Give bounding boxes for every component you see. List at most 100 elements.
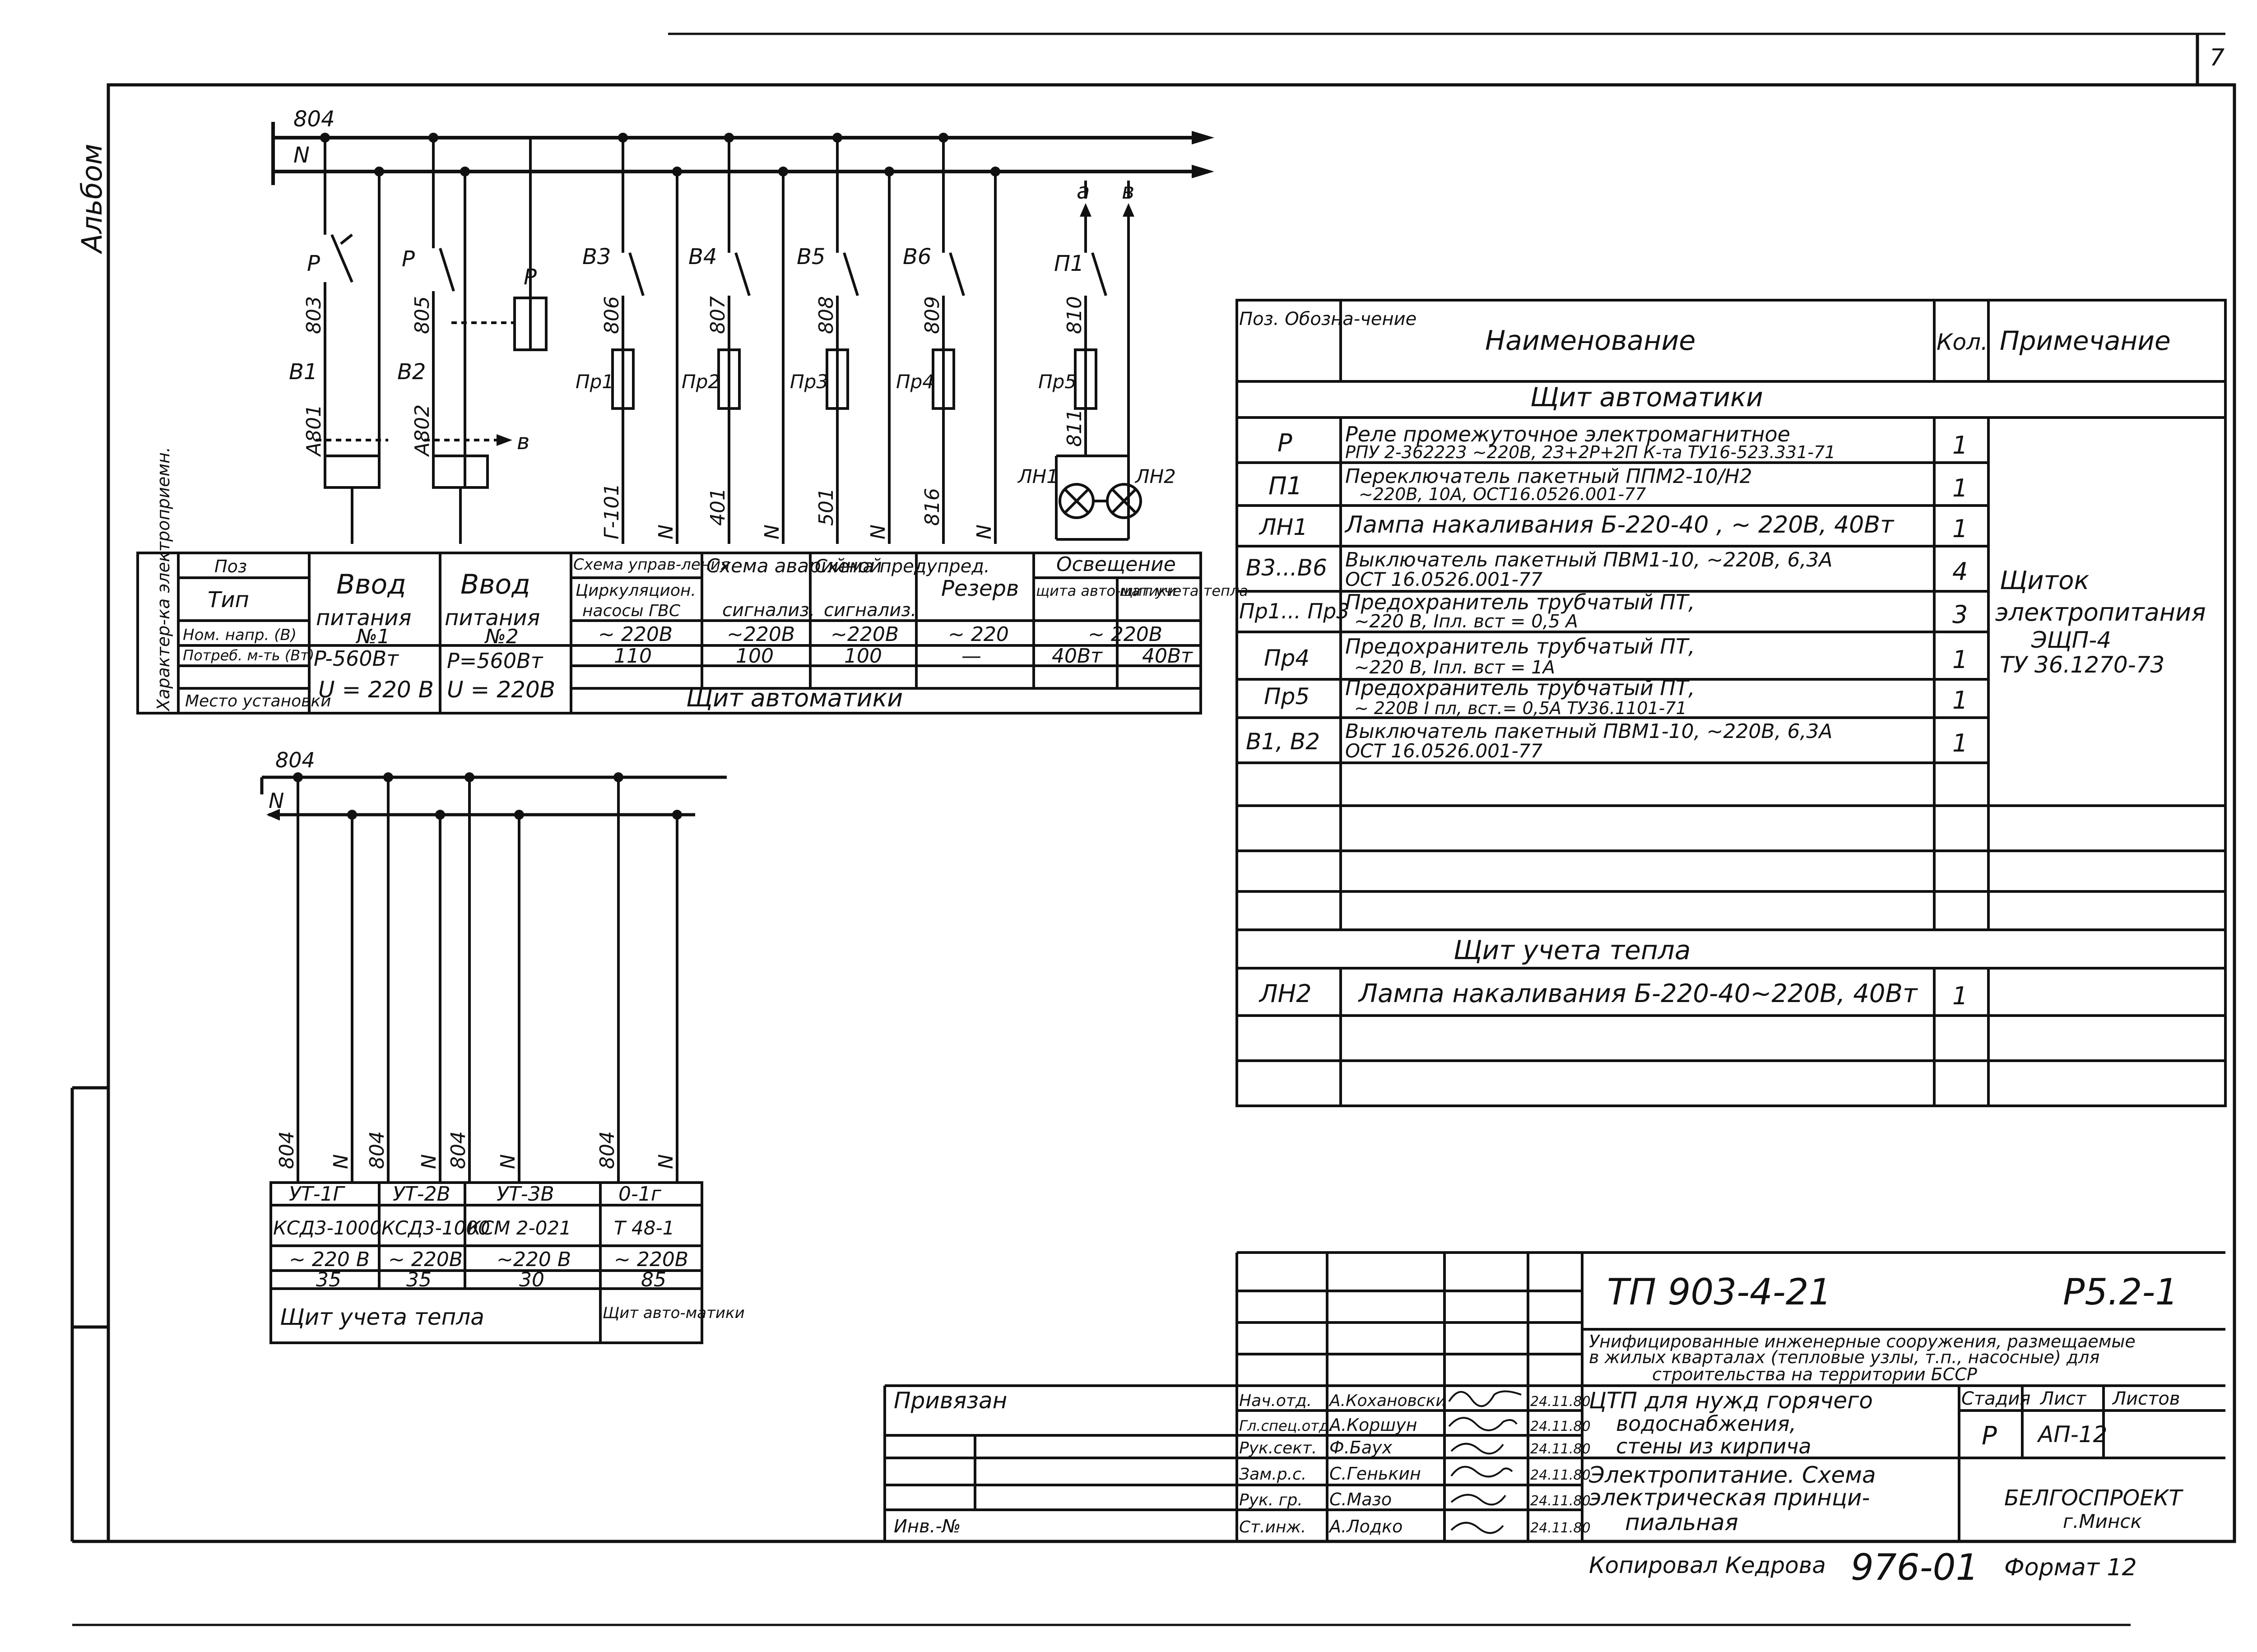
lower-wire-1: 804	[275, 1131, 298, 1169]
fuse-pr2-label: Пр2	[682, 371, 720, 393]
tb-doc-1: Электропитание. Схема	[1588, 1462, 1876, 1488]
col3-power: 100	[844, 645, 882, 668]
upper-table-text: Характер-ка электроприемн. Поз Тип Ном. …	[153, 447, 1248, 712]
lower-volt-4: ~ 220В	[614, 1248, 688, 1271]
spec-row-7-name2: ~ 220В I пл, вст.= 0,5А ТУ36.1101-71	[1354, 698, 1687, 718]
spec-section-2: Щит учета тепла	[1454, 935, 1690, 965]
tb-name-4: С.Генькин	[1329, 1464, 1421, 1484]
intro1-voltage: U = 220 В	[318, 677, 434, 703]
lighting-sub1: щита авто-матики	[1036, 582, 1176, 599]
lower-n-3: N	[497, 1154, 520, 1169]
lower-bus-neutral: N	[269, 789, 284, 813]
lower-power-2: 35	[406, 1268, 432, 1291]
col1-type1: Циркуляцион.	[576, 581, 696, 600]
wire-810-label: 810	[1063, 296, 1086, 334]
lower-pos-4: 0-1г	[618, 1183, 662, 1206]
bus-neutral-label: N	[293, 143, 310, 168]
fuse-pr4-label: Пр4	[896, 371, 934, 393]
tb-object-1: ЦТП для нужд горячего	[1589, 1387, 1873, 1414]
spec-row-3-pos: ЛН1	[1259, 514, 1308, 540]
tb-org-1: БЕЛГОСПРОЕКТ	[2004, 1485, 2184, 1511]
lower-volt-1: ~ 220 В	[289, 1248, 370, 1271]
upper-table-grid	[136, 552, 1202, 715]
spec-row-6-name1: Предохранитель трубчатый ПТ,	[1345, 634, 1695, 659]
lighting-arrows	[1080, 181, 1134, 217]
tb-doc-2: электрическая принци-	[1589, 1485, 1870, 1511]
lower-table-grid	[269, 1181, 703, 1344]
intro-circuit-1	[316, 138, 388, 544]
intro1-line1: Ввод	[336, 569, 406, 600]
tb-role-1: Нач.отд.	[1239, 1392, 1312, 1410]
switch-r1-label: Р	[307, 251, 320, 276]
col1-power: 110	[614, 645, 652, 668]
tb-stage-value: Р	[1982, 1421, 1997, 1451]
upper-bus	[271, 122, 1214, 185]
lower-n-4: N	[655, 1154, 678, 1169]
intro-circuit-2	[424, 138, 515, 544]
out-g101-label: Г-101	[600, 483, 623, 539]
tb-inv: Инв.-№	[894, 1516, 961, 1537]
tb-copy-number: 976-01	[1851, 1546, 1978, 1588]
tb-sheet-header: Лист	[2039, 1388, 2087, 1409]
lower-wire-2: 804	[366, 1131, 389, 1169]
lower-table-text: УТ-1Г УТ-2В УТ-3В 0-1г КСД3-1000 КСД3-10…	[273, 1183, 745, 1330]
intro1-power: P-560Вт	[314, 646, 399, 671]
title-block-grid	[883, 1251, 2225, 1541]
tb-desc-2: в жилых кварталах (тепловые узлы, т.п., …	[1589, 1347, 2099, 1367]
tb-date-1: 24.11.80	[1530, 1394, 1591, 1410]
lower-power-1: 35	[316, 1268, 341, 1291]
tb-object-3: стены из кирпича	[1616, 1434, 1811, 1458]
switch-b4-label: В4	[688, 244, 717, 269]
col1-head: Схема управ-ления	[573, 556, 730, 574]
auto-a801-label: А801	[302, 404, 325, 457]
col4-power: —	[961, 645, 981, 668]
switch-b5-label: В5	[797, 244, 825, 269]
lower-bus-phase: 804	[275, 748, 315, 772]
breaker-b1-label: В1	[289, 359, 317, 385]
intro2-power: P=560Вт	[447, 649, 543, 673]
spec-note-2: электропитания	[1995, 598, 2206, 626]
col4-head: Резерв	[941, 576, 1019, 601]
lamp-ln1-label: ЛН1	[1017, 465, 1059, 487]
n-label-1: N	[655, 524, 678, 539]
intro2-line1: Ввод	[460, 569, 530, 600]
spec-head-pos: Поз. Обозна-чение	[1239, 309, 1416, 329]
intro2-line3: №2	[484, 625, 519, 648]
tb-date-6: 24.11.80	[1530, 1520, 1591, 1536]
tb-date-2: 24.11.80	[1530, 1419, 1591, 1434]
lower-power-4: 85	[641, 1268, 666, 1291]
album-label: Альбом	[75, 144, 108, 255]
upper-location: Щит автоматики	[686, 684, 903, 712]
spec-row-1-qty: 1	[1952, 431, 1968, 459]
lower-n-2: N	[418, 1154, 441, 1169]
spec-row-6-qty: 1	[1952, 645, 1968, 674]
col3-type1: сигнализ.	[824, 600, 916, 621]
spec-row-1-name2: РПУ 2-362223 ~220В, 2З+2Р+2П К-та ТУ16-5…	[1345, 442, 1835, 462]
auto-a802-label: А802	[411, 404, 434, 457]
out-811-label: 811	[1063, 409, 1086, 447]
relay-label: Р	[524, 265, 537, 290]
col1-volt: ~ 220В	[598, 623, 673, 646]
spec-head-note: Примечание	[2000, 325, 2171, 356]
out-501-label: 501	[815, 488, 838, 526]
tb-org-2: г.Минск	[2063, 1510, 2142, 1532]
tb-role-2: Гл.спец.отд.	[1239, 1417, 1333, 1434]
spec-row-7-name1: Предохранитель трубчатый ПТ,	[1345, 676, 1695, 700]
lower-power-3: 30	[519, 1268, 544, 1291]
lamp-ln2-label: ЛН2	[1134, 465, 1176, 487]
lower-location-1: Щит учета тепла	[280, 1304, 484, 1330]
tb-name-2: А.Коршун	[1328, 1415, 1417, 1435]
switch-b6-label: В6	[903, 244, 931, 269]
spec-table-grid	[1235, 299, 2227, 1107]
col3-head: Схема предупред.	[815, 556, 990, 577]
n-label-4: N	[973, 524, 996, 539]
tb-sheet-value: АП-12	[2037, 1421, 2107, 1448]
tb-name-5: С.Мазо	[1329, 1490, 1392, 1509]
col4-volt: ~ 220	[948, 623, 1009, 646]
tb-desc-3: строительства на территории БССР	[1652, 1364, 1977, 1384]
circuit-labels: В3 В4 В5 В6 П1 806 807 808 809 810 Пр1 П…	[576, 244, 1176, 539]
spec-row-5-name1: Предохранитель трубчатый ПТ,	[1345, 590, 1695, 614]
n-label-2: N	[761, 524, 784, 539]
lower-bus	[260, 775, 727, 817]
spec-row-2-name2: ~220В, 10А, ОСТ16.0526.001-77	[1359, 484, 1646, 504]
